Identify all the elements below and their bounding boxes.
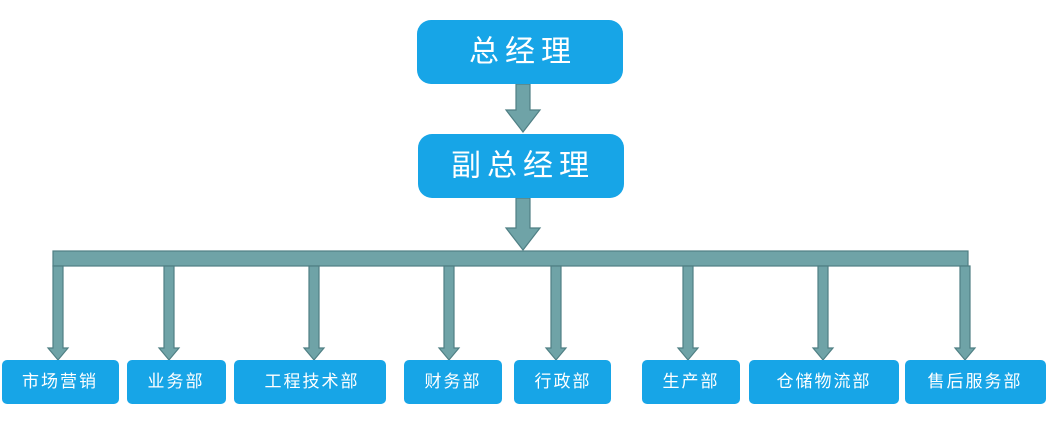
dept-node-3-box — [234, 360, 386, 404]
dept-node-2: 业务部 — [127, 360, 226, 404]
dept-node-5-label: 行政部 — [535, 372, 592, 392]
arrow-drop-6 — [676, 265, 700, 361]
dept-node-8: 售后服务部 — [905, 360, 1046, 404]
node-deputy-general-manager-label: 副总经理 — [451, 149, 595, 184]
dept-node-3: 工程技术部 — [234, 360, 386, 404]
dept-node-7-label: 仓储物流部 — [777, 372, 872, 392]
arrow-drop-5 — [544, 265, 568, 361]
dept-node-7-box — [749, 360, 899, 404]
dept-node-1: 市场营销 — [2, 360, 119, 404]
dept-node-2-label: 业务部 — [148, 372, 205, 392]
dept-node-1-box — [2, 360, 119, 404]
arrow-drop-7 — [811, 265, 835, 361]
connector-bus-bar — [52, 250, 969, 267]
dept-node-6-box — [642, 360, 740, 404]
node-general-manager-label: 总经理 — [469, 35, 577, 70]
department-nodes: 市场营销 业务部 工程技术部 财务部 行政部 生产部 仓储物流部 售后服务部 — [2, 360, 1046, 404]
arrow-drop-8 — [953, 265, 977, 361]
arrow-drop-2 — [157, 265, 181, 361]
department-drops — [46, 265, 977, 361]
node-general-manager-box — [417, 20, 623, 84]
dept-node-4: 财务部 — [404, 360, 502, 404]
node-general-manager: 总经理 — [417, 20, 623, 84]
dept-node-7: 仓储物流部 — [749, 360, 899, 404]
dept-node-3-label: 工程技术部 — [265, 372, 360, 392]
dept-node-5: 行政部 — [514, 360, 611, 404]
dept-node-2-box — [127, 360, 226, 404]
arrow-top-to-second — [504, 83, 542, 133]
node-deputy-general-manager: 副总经理 — [418, 134, 624, 198]
dept-node-4-box — [404, 360, 502, 404]
dept-node-5-box — [514, 360, 611, 404]
arrow-drop-3 — [302, 265, 326, 361]
arrow-drop-4 — [437, 265, 461, 361]
dept-node-6-label: 生产部 — [663, 372, 720, 392]
node-deputy-general-manager-box — [418, 134, 624, 198]
dept-node-1-label: 市场营销 — [22, 372, 98, 392]
arrow-drop-1 — [46, 265, 70, 361]
dept-node-8-box — [905, 360, 1046, 404]
dept-node-4-label: 财务部 — [425, 372, 482, 392]
dept-node-8-label: 售后服务部 — [928, 372, 1023, 392]
dept-node-6: 生产部 — [642, 360, 740, 404]
arrow-second-to-bus — [504, 197, 542, 251]
